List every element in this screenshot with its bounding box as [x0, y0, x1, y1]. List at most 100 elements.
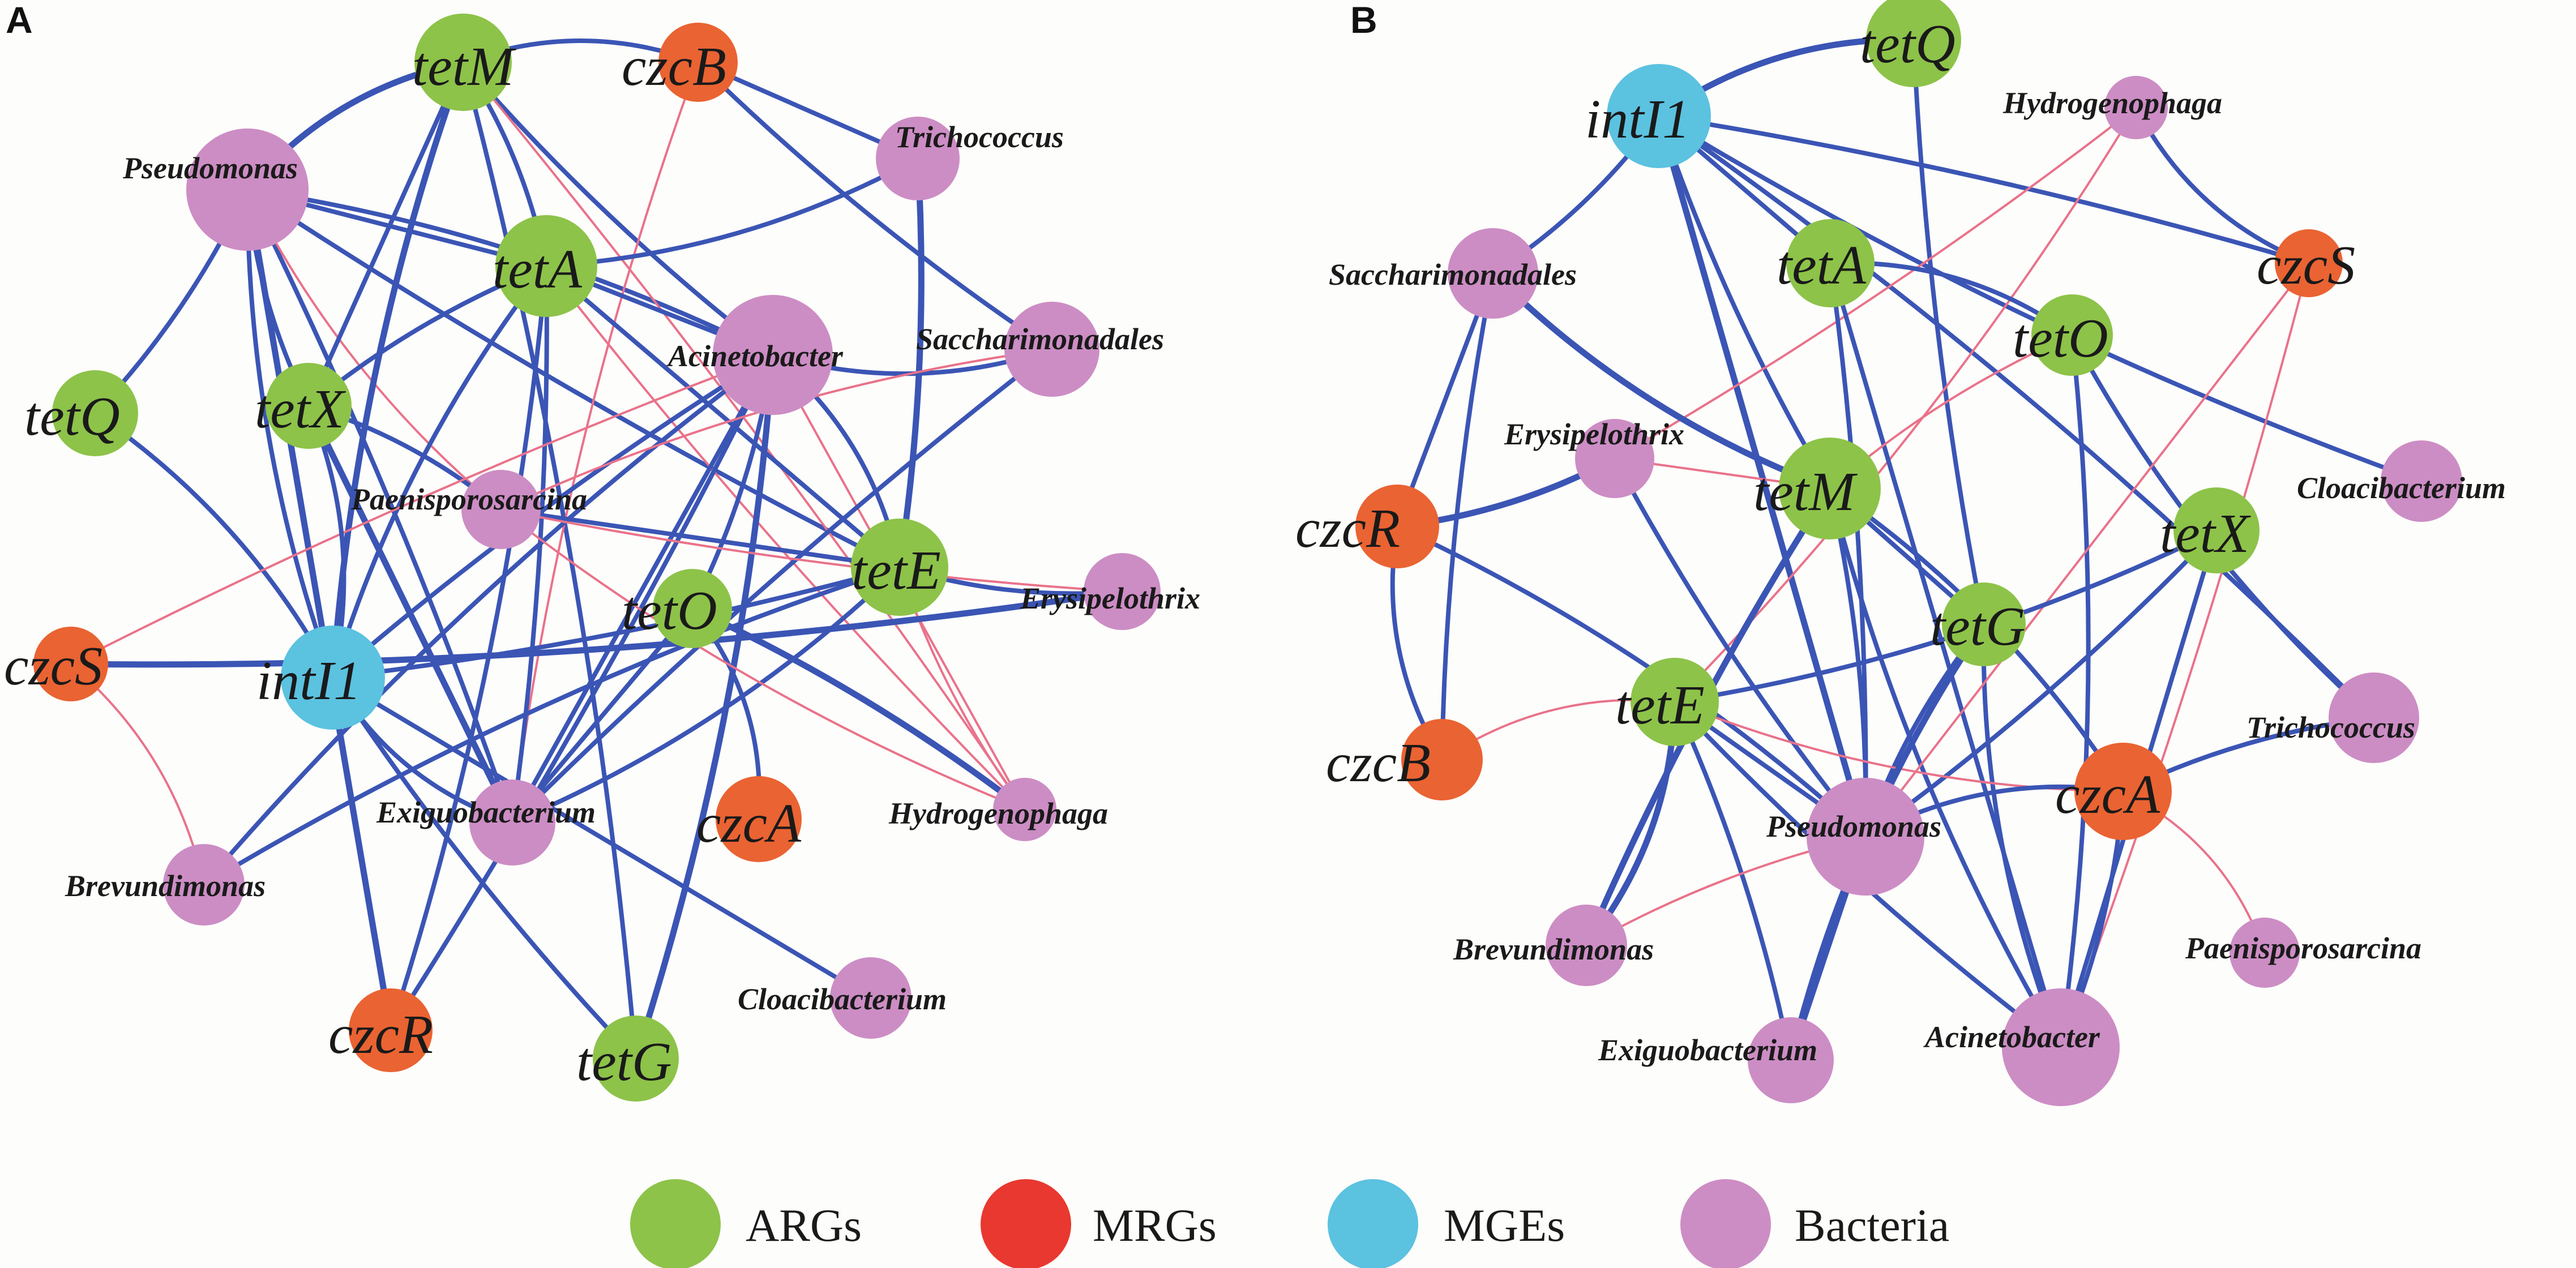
panel-b-node-exiguobacterium: [1748, 1017, 1834, 1103]
panel-b-edge-teto-acinetobacter: [2059, 335, 2091, 1048]
panel-a-label-inti1: intI1: [256, 650, 361, 712]
panel-a-label-paenisporosarcina: Paenisporosarcina: [350, 482, 587, 516]
panel-b-label-tetm: tetM: [1753, 461, 1858, 522]
panel-a-edge-acinetobacter-exiguobacterium: [510, 354, 775, 824]
panel-b-label-czcb: czcB: [1326, 732, 1431, 794]
legend-item: ARGs: [630, 1179, 862, 1268]
panel-b-label-teta: tetA: [1777, 235, 1867, 296]
panel-b-edge-tetq-tetg: [1911, 39, 1986, 625]
panel-b-nodes: [1355, 0, 2462, 1106]
panel-a-node-hydrogenophaga: [993, 778, 1056, 841]
panel-a-edge-acinetobacter-brevundimonas: [202, 353, 774, 886]
panel-a-edge-tetm-hydrogenophaga: [462, 61, 1026, 811]
legend-label-args: ARGs: [746, 1200, 862, 1251]
panel-a-edge-inti1-cloacibacterium: [331, 675, 872, 1000]
panel-a-node-pseudomonas: [186, 128, 309, 251]
panel-a-nodes: [33, 14, 1161, 1102]
panel-b-edge-tetg-acinetobacter: [1981, 624, 2063, 1048]
panel-a-edge-teta-inti1: [331, 264, 549, 679]
panel-b-node-tetm: [1779, 438, 1881, 539]
panel-a-edge-czcs-acinetobacter: [70, 354, 773, 665]
panel-label-b: B: [1350, 0, 1377, 41]
panel-a-edge-acinetobacter-inti1: [331, 353, 774, 680]
panel-label-a: A: [6, 0, 33, 41]
panel-b-node-pseudomonas: [1807, 778, 1924, 896]
panel-b-node-czca: [2074, 743, 2172, 840]
panel-b-label-czcr: czcR: [1295, 498, 1400, 559]
panel-a-label-trichococcus: Trichococcus: [895, 120, 1064, 154]
panel-a-node-exiguobacterium: [469, 779, 555, 866]
panel-b-node-paenisporosarcina: [2230, 918, 2300, 988]
panel-a-node-tetm: [414, 14, 512, 111]
legend-label-bacteria: Bacteria: [1795, 1200, 1949, 1251]
panel-a-label-tetm: tetM: [412, 36, 517, 97]
panel-b-node-teta: [1786, 219, 1875, 307]
panel-b-label-trichococcus: Trichococcus: [2246, 710, 2415, 744]
panel-a-label-teta: tetA: [493, 239, 583, 300]
panel-a-edge-tete-inti1: [332, 565, 901, 680]
panel-b-label-erysipelothrix: Erysipelothrix: [1504, 417, 1684, 451]
panel-b-label-exiguobacterium: Exiguobacterium: [1598, 1033, 1817, 1067]
panel-a-node-czcb: [658, 23, 738, 102]
panel-a-node-erysipelothrix: [1084, 553, 1161, 630]
panel-b-label-czca: czcA: [2055, 764, 2160, 825]
panel-b-node-brevundimonas: [1546, 905, 1627, 986]
panel-b-edge-inti1-cloacibacterium: [1657, 114, 2423, 483]
panel-a-edge-trichococcus-teta: [546, 156, 919, 268]
panel-a-node-cloacibacterium: [830, 957, 912, 1039]
legend-swatch-args: [630, 1179, 721, 1268]
panel-a-edge-tetm-inti1: [330, 61, 467, 678]
panel-a-node-czcr: [349, 988, 433, 1072]
panel-a-node-tete: [851, 519, 948, 616]
panel-b-node-czcs: [2275, 229, 2343, 297]
panel-a-node-inti1: [281, 626, 385, 730]
panel-b-node-cloacibacterium: [2381, 440, 2462, 522]
panel-b-edge-czcs-pseudomonas: [1864, 262, 2310, 838]
panel-b-node-tetg: [1942, 582, 2026, 666]
panel-b-label-saccharimonadales: Saccharimonadales: [1329, 258, 1577, 292]
legend-swatch-mrgs: [981, 1179, 1071, 1268]
panel-a-label-tetg: tetG: [576, 1031, 672, 1093]
panel-a-node-paenisporosarcina: [461, 470, 541, 549]
panel-b-edge-tete-exiguobacterium: [1672, 701, 1793, 1061]
panel-b-node-tetx: [2173, 487, 2260, 573]
panel-a-edge-acinetobacter-tetg: [632, 354, 776, 1060]
panel-b-label-hydrogenophaga: Hydrogenophaga: [2002, 86, 2222, 120]
panel-b-label-tetg: tetG: [1930, 596, 2026, 657]
panel-a-edge-pseudomonas-tete: [246, 187, 901, 569]
panel-b-label-brevundimonas: Brevundimonas: [1453, 932, 1654, 966]
panel-a-edge-paenisporosarcina-hydrogenophaga: [500, 508, 1025, 811]
panel-b-node-hydrogenophaga: [2104, 76, 2168, 139]
panel-a-node-teto: [653, 569, 732, 648]
panel-b-node-trichococcus: [2329, 672, 2419, 763]
panel-b-node-czcb: [1401, 719, 1483, 800]
panel-a-label-czca: czcA: [696, 793, 802, 854]
panel-a-node-tetg: [593, 1016, 679, 1102]
panel-b-label-cloacibacterium: Cloacibacterium: [2297, 471, 2506, 505]
panel-a-label-brevundimonas: Brevundimonas: [65, 869, 266, 903]
panel-a-node-acinetobacter: [713, 295, 833, 415]
panel-b-node-erysipelothrix: [1575, 419, 1654, 498]
panel-a-label-czcr: czcR: [328, 1004, 433, 1065]
panel-b-edge-inti1-pseudomonas: [1655, 115, 1869, 838]
panel-b-label-tete: tetE: [1615, 675, 1705, 736]
panel-b-label-czcs: czcS: [2257, 235, 2355, 296]
panel-b-node-saccharimonadales: [1448, 228, 1538, 319]
panel-b-edge-czcr-pseudomonas: [1396, 524, 1867, 838]
panel-a-label-hydrogenophaga: Hydrogenophaga: [888, 796, 1108, 830]
panel-a-label-czcs: czcS: [4, 636, 102, 697]
panel-b-edge-hydrogenophaga-erysipelothrix: [1614, 106, 2137, 460]
panel-a-edge-tetx-exiguobacterium: [306, 404, 515, 824]
panel-a-edge-inti1-tetg: [331, 676, 637, 1060]
panel-a-label-exiguobacterium: Exiguobacterium: [376, 795, 596, 829]
panel-a-edge-tetm-tetx: [306, 61, 465, 407]
panel-b-edge-tetm-acinetobacter: [1828, 488, 2063, 1049]
panel-a-edge-czcs-erysipelothrix: [70, 588, 1123, 668]
panel-a-edge-czcb-exiguobacterium: [511, 62, 699, 823]
panel-a-edge-tete-brevundimonas: [202, 565, 901, 887]
panel-a-node-tetq: [52, 370, 138, 456]
legend-label-mges: MGEs: [1444, 1200, 1565, 1251]
panel-a-edge-tete-paenisporosarcina: [500, 507, 900, 569]
